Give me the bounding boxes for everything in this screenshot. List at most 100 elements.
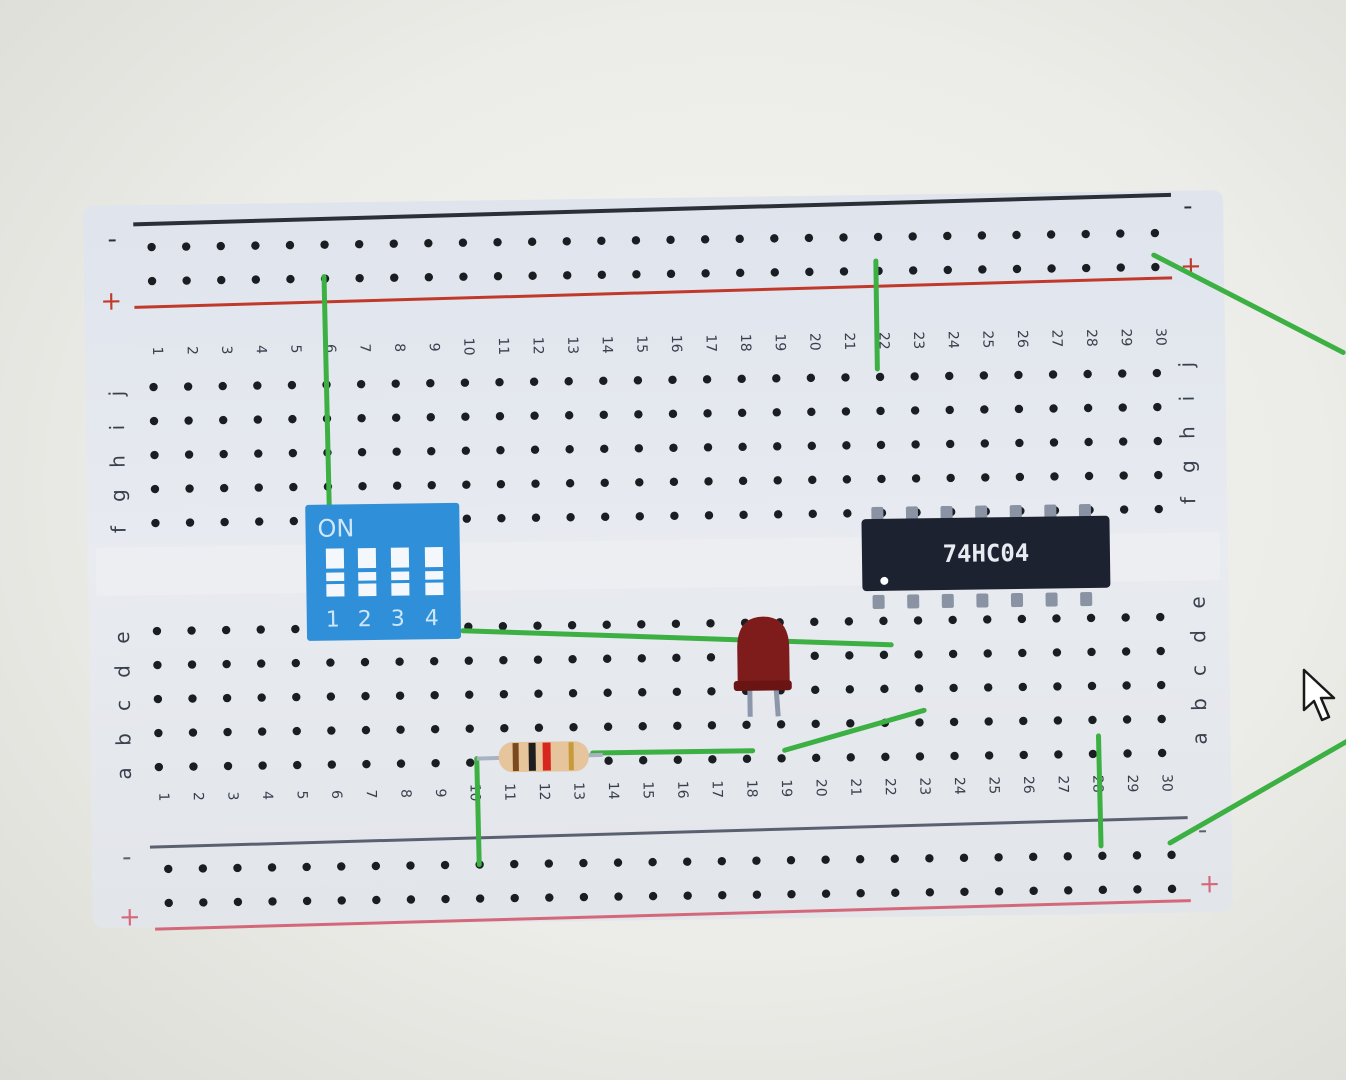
rail-top-hole[interactable] bbox=[182, 276, 191, 285]
terminal-hole[interactable] bbox=[1118, 437, 1128, 446]
terminal-hole[interactable] bbox=[844, 617, 854, 626]
rail-bottom-hole[interactable] bbox=[199, 898, 208, 907]
rail-bottom-hole[interactable] bbox=[267, 863, 277, 872]
rail-bottom-hole[interactable] bbox=[1133, 885, 1142, 894]
rail-bottom-hole[interactable] bbox=[821, 889, 831, 898]
terminal-hole[interactable] bbox=[1156, 680, 1166, 690]
rail-bottom-hole[interactable] bbox=[545, 893, 554, 902]
rail-top-hole[interactable] bbox=[735, 234, 744, 244]
wire-offboard-bottom[interactable] bbox=[1167, 737, 1346, 846]
terminal-hole[interactable] bbox=[949, 683, 958, 693]
terminal-hole[interactable] bbox=[806, 373, 816, 383]
terminal-hole[interactable] bbox=[948, 649, 958, 659]
terminal-hole[interactable] bbox=[289, 482, 298, 492]
rail-bottom-hole[interactable] bbox=[475, 894, 485, 903]
terminal-hole[interactable] bbox=[427, 480, 436, 490]
rail-top-hole[interactable] bbox=[908, 232, 917, 241]
rail-top-hole[interactable] bbox=[631, 236, 641, 245]
terminal-hole[interactable] bbox=[1157, 748, 1167, 758]
terminal-hole[interactable] bbox=[702, 375, 712, 384]
terminal-hole[interactable] bbox=[1015, 438, 1024, 448]
terminal-hole[interactable] bbox=[257, 693, 266, 702]
terminal-hole[interactable] bbox=[465, 690, 474, 699]
terminal-hole[interactable] bbox=[569, 723, 578, 732]
terminal-hole[interactable] bbox=[777, 754, 786, 763]
rail-top-hole[interactable] bbox=[1046, 230, 1056, 239]
rail-bottom-hole[interactable] bbox=[821, 855, 830, 864]
terminal-hole[interactable] bbox=[152, 626, 162, 636]
terminal-hole[interactable] bbox=[149, 416, 159, 426]
terminal-hole[interactable] bbox=[1122, 681, 1131, 690]
wire-chip-to-ground[interactable] bbox=[1095, 733, 1104, 849]
rail-top-hole[interactable] bbox=[181, 242, 191, 251]
terminal-hole[interactable] bbox=[633, 376, 643, 385]
terminal-hole[interactable] bbox=[638, 722, 647, 731]
terminal-hole[interactable] bbox=[430, 724, 440, 734]
terminal-hole[interactable] bbox=[669, 443, 678, 453]
rail-top-hole[interactable] bbox=[563, 271, 572, 280]
terminal-hole[interactable] bbox=[671, 619, 681, 629]
rail-bottom-hole[interactable] bbox=[510, 859, 519, 869]
terminal-hole[interactable] bbox=[253, 381, 262, 390]
terminal-hole[interactable] bbox=[567, 621, 577, 630]
terminal-hole[interactable] bbox=[293, 760, 302, 770]
terminal-hole[interactable] bbox=[599, 410, 609, 420]
terminal-hole[interactable] bbox=[530, 445, 540, 454]
rail-top-hole[interactable] bbox=[424, 239, 433, 248]
rail-top-hole[interactable] bbox=[943, 265, 953, 275]
terminal-hole[interactable] bbox=[1088, 715, 1097, 725]
rail-top-hole[interactable] bbox=[354, 239, 364, 249]
terminal-hole[interactable] bbox=[327, 726, 336, 735]
terminal-hole[interactable] bbox=[533, 621, 542, 630]
terminal-hole[interactable] bbox=[983, 649, 992, 658]
rail-bottom-hole[interactable] bbox=[787, 889, 796, 899]
rail-top-hole[interactable] bbox=[528, 271, 537, 280]
rail-top-hole[interactable] bbox=[459, 272, 468, 281]
terminal-hole[interactable] bbox=[1054, 750, 1063, 759]
rail-top-hole[interactable] bbox=[389, 239, 398, 248]
terminal-hole[interactable] bbox=[256, 625, 265, 634]
terminal-hole[interactable] bbox=[464, 656, 474, 665]
terminal-hole[interactable] bbox=[637, 620, 646, 629]
terminal-hole[interactable] bbox=[602, 654, 612, 663]
terminal-hole[interactable] bbox=[602, 620, 611, 629]
terminal-hole[interactable] bbox=[426, 378, 435, 388]
terminal-hole[interactable] bbox=[808, 475, 817, 485]
wire-dip-to-chip-input[interactable] bbox=[460, 625, 894, 651]
terminal-hole[interactable] bbox=[292, 692, 301, 702]
terminal-hole[interactable] bbox=[287, 380, 297, 390]
terminal-hole[interactable] bbox=[1152, 368, 1162, 378]
rail-top-hole[interactable] bbox=[216, 241, 226, 251]
rail-top-hole[interactable] bbox=[943, 231, 952, 241]
rail-bottom-hole[interactable] bbox=[302, 862, 311, 872]
terminal-hole[interactable] bbox=[568, 689, 578, 698]
terminal-hole[interactable] bbox=[396, 759, 406, 768]
rail-bottom-hole[interactable] bbox=[683, 891, 692, 900]
terminal-hole[interactable] bbox=[1049, 404, 1058, 413]
terminal-hole[interactable] bbox=[1153, 402, 1162, 412]
terminal-hole[interactable] bbox=[1083, 403, 1093, 413]
rail-bottom-hole[interactable] bbox=[752, 890, 762, 899]
rail-bottom-hole[interactable] bbox=[1098, 885, 1108, 895]
terminal-hole[interactable] bbox=[184, 416, 193, 425]
rail-bottom-hole[interactable] bbox=[406, 895, 416, 904]
terminal-hole[interactable] bbox=[360, 657, 370, 667]
rail-bottom-hole[interactable] bbox=[959, 853, 969, 863]
rail-top-hole[interactable] bbox=[735, 268, 745, 278]
terminal-hole[interactable] bbox=[910, 372, 919, 381]
terminal-hole[interactable] bbox=[1017, 614, 1027, 624]
terminal-hole[interactable] bbox=[638, 756, 648, 765]
rail-bottom-hole[interactable] bbox=[164, 898, 173, 908]
terminal-hole[interactable] bbox=[845, 651, 854, 660]
rail-top-hole[interactable] bbox=[1012, 264, 1022, 274]
terminal-hole[interactable] bbox=[707, 721, 717, 730]
rail-top-hole[interactable] bbox=[770, 234, 779, 243]
terminal-hole[interactable] bbox=[188, 694, 197, 703]
rail-bottom-hole[interactable] bbox=[440, 860, 450, 870]
terminal-hole[interactable] bbox=[737, 374, 746, 384]
terminal-hole[interactable] bbox=[289, 516, 299, 526]
terminal-hole[interactable] bbox=[257, 659, 266, 668]
terminal-hole[interactable] bbox=[222, 659, 231, 669]
resistor[interactable] bbox=[476, 741, 603, 773]
terminal-hole[interactable] bbox=[568, 655, 577, 664]
